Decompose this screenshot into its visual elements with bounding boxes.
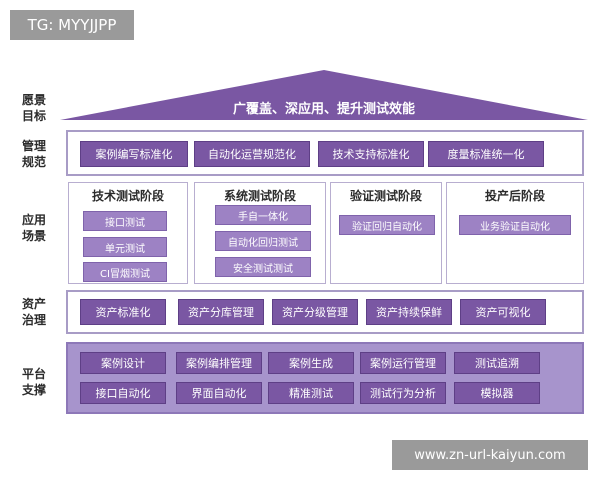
platform-item: 测试行为分析 [360,382,446,404]
vision-label-line2: 目标 [22,109,47,123]
management-item: 技术支持标准化 [318,141,424,167]
platform-item: 界面自动化 [176,382,262,404]
scenarios-label-line1: 应用 [22,213,47,227]
asset-item: 资产标准化 [80,299,166,325]
stage-post-launch: 投产后阶段 业务验证自动化 [446,182,584,284]
asset-item: 资产持续保鲜 [366,299,452,325]
stage-item: 接口测试 [83,211,167,231]
assets-label: 资产 治理 [22,296,56,328]
vision-label-line1: 愿景 [22,93,47,107]
platform-item: 案例设计 [80,352,166,374]
scenarios-label-line2: 场景 [22,229,47,243]
management-item: 自动化运营规范化 [194,141,310,167]
watermark-top: TG: MYYJJPP [10,10,134,40]
platform-label-line1: 平台 [22,367,47,381]
stage-tech-test: 技术测试阶段 接口测试 单元测试 CI冒烟测试 [68,182,188,284]
platform-label-line2: 支撑 [22,383,47,397]
stage-item: 手自一体化 [215,205,311,225]
assets-label-line1: 资产 [22,297,47,311]
stage-verification-test: 验证测试阶段 验证回归自动化 [330,182,442,284]
stage-title: 系统测试阶段 [223,189,296,203]
management-item: 度量标准统一化 [428,141,544,167]
management-item: 案例编写标准化 [80,141,188,167]
vision-banner: 广覆盖、深应用、提升测试效能 [232,102,415,117]
roof-shape [60,70,588,120]
platform-item: 精准测试 [268,382,354,404]
assets-band: 资产标准化 资产分库管理 资产分级管理 资产持续保鲜 资产可视化 [66,290,584,334]
management-label-line2: 规范 [22,155,47,169]
stage-title: 投产后阶段 [484,189,545,203]
management-band: 案例编写标准化 自动化运营规范化 技术支持标准化 度量标准统一化 [66,130,584,176]
platform-item: 案例编排管理 [176,352,262,374]
assets-label-line2: 治理 [22,313,47,327]
watermark-bottom: www.zn-url-kaiyun.com [392,440,588,470]
platform-label: 平台 支撑 [22,366,56,398]
stage-item: 单元测试 [83,237,167,257]
stage-item: 自动化回归测试 [215,231,311,251]
stage-item: 业务验证自动化 [459,215,571,235]
platform-band: 案例设计 案例编排管理 案例生成 案例运行管理 测试追溯 接口自动化 界面自动化… [66,342,584,414]
platform-item: 测试追溯 [454,352,540,374]
vision-label: 愿景 目标 [22,92,56,124]
stage-title: 技术测试阶段 [91,189,164,203]
stage-item: CI冒烟测试 [83,262,167,282]
asset-item: 资产分库管理 [178,299,264,325]
platform-item: 案例生成 [268,352,354,374]
platform-item: 接口自动化 [80,382,166,404]
asset-item: 资产分级管理 [272,299,358,325]
management-label-line1: 管理 [22,139,47,153]
stage-item: 验证回归自动化 [339,215,435,235]
stage-item: 安全测试测试 [215,257,311,277]
platform-item: 案例运行管理 [360,352,446,374]
scenarios-label: 应用 场景 [22,212,56,244]
stage-title: 验证测试阶段 [349,189,422,203]
asset-item: 资产可视化 [460,299,546,325]
management-label: 管理 规范 [22,138,56,170]
stage-system-test: 系统测试阶段 手自一体化 自动化回归测试 安全测试测试 [194,182,326,284]
platform-item: 模拟器 [454,382,540,404]
